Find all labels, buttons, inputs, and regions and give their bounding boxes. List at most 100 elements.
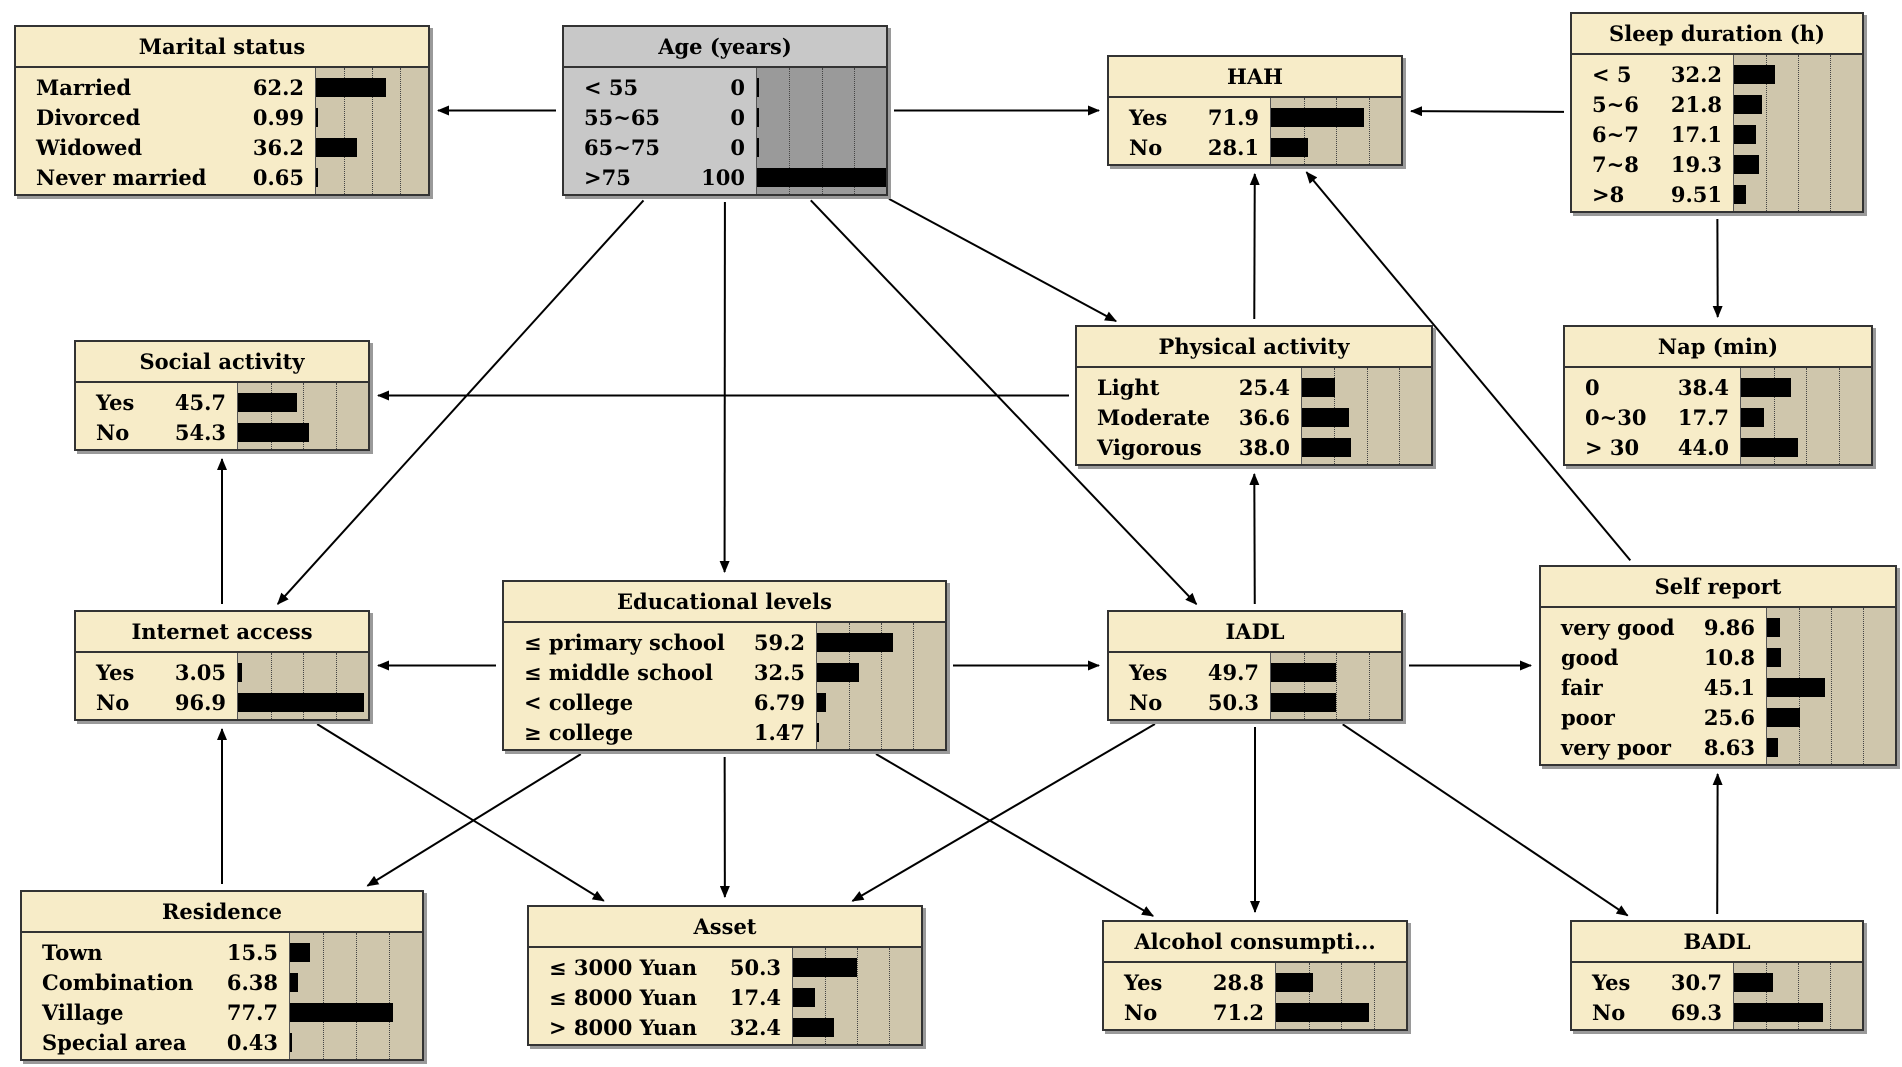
state-label: No <box>1592 1000 1626 1025</box>
node-title: Alcohol consumpti... <box>1104 922 1406 963</box>
probability-bar <box>793 1018 834 1037</box>
state-label: Widowed <box>36 135 143 160</box>
state-label: Moderate <box>1097 405 1211 430</box>
node-title: HAH <box>1109 57 1401 98</box>
grid-line <box>303 653 304 719</box>
state-label: good <box>1561 645 1619 670</box>
state-label: < 5 <box>1592 62 1632 87</box>
probability-bar <box>1767 738 1778 757</box>
state-label: very poor <box>1561 735 1671 760</box>
state-label: Divorced <box>36 105 141 130</box>
state-label: 65~75 <box>584 135 661 160</box>
belief-bar-panel <box>756 68 886 194</box>
state-label: Village <box>42 1000 124 1025</box>
state-probability: 77.7 <box>226 1000 278 1025</box>
state-probability: 50.3 <box>729 955 781 980</box>
state-label: Yes <box>1129 105 1168 130</box>
state-row[interactable]: Village 77.7 <box>22 997 290 1027</box>
state-label: No <box>1129 690 1163 715</box>
belief-bar-panel <box>1301 368 1431 464</box>
node-title: Self report <box>1541 567 1895 608</box>
state-label: ≤ 3000 Yuan <box>549 955 697 980</box>
state-row[interactable]: ≤ 3000 Yuan 50.3 <box>529 952 793 982</box>
state-probability: 30.7 <box>1670 970 1722 995</box>
probability-bar <box>1734 155 1759 174</box>
probability-bar <box>1741 378 1791 397</box>
grid-line <box>1336 98 1337 164</box>
grid-line <box>825 948 826 1044</box>
probability-bar <box>817 723 819 742</box>
grid-line <box>889 948 890 1044</box>
probability-bar <box>1767 678 1825 697</box>
grid-line <box>271 383 272 449</box>
grid-line <box>1369 98 1370 164</box>
probability-bar <box>290 1003 393 1022</box>
grid-line <box>854 68 855 194</box>
